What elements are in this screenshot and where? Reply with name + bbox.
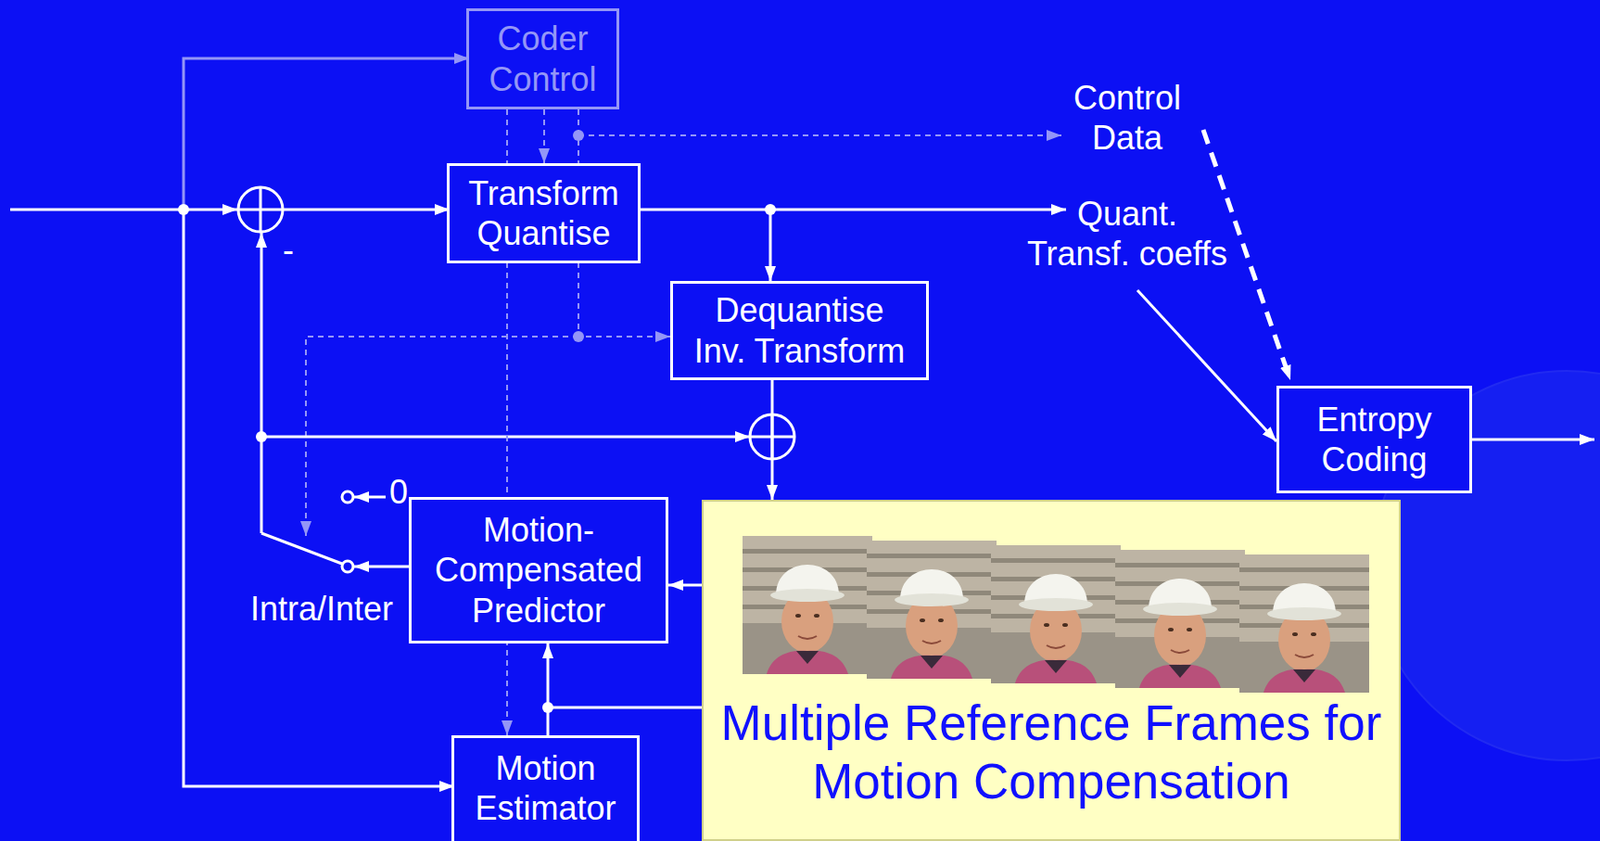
control-arrow — [543, 109, 546, 164]
box-text: Entropy Coding — [1288, 399, 1461, 480]
frame-buffer-box: Multiple Reference Frames for Motion Com… — [701, 499, 1401, 841]
switch-position: 0 — [386, 471, 411, 512]
minus-sign: - — [274, 229, 303, 270]
prediction-wire — [260, 232, 264, 534]
input-wire — [10, 208, 238, 212]
coefficient-wire — [770, 208, 1067, 212]
process-box: Entropy Coding — [1276, 385, 1473, 494]
data-arrow — [546, 643, 550, 736]
box-text: Multiple Reference Frames for Motion Com… — [712, 693, 1390, 812]
video-frame — [1115, 549, 1245, 688]
process-box: Dequantise Inv. Transform — [670, 280, 929, 381]
process-box: Transform Quantise — [446, 163, 641, 264]
box-text: Motion-Compensated Predictor — [420, 509, 657, 631]
box-text: Dequantise Inv. Transform — [687, 290, 913, 370]
box-text: Transform Quantise — [458, 173, 629, 254]
video-frame — [742, 535, 873, 674]
box-text: Motion Estimator — [463, 748, 628, 828]
reference-wire — [547, 706, 705, 710]
summing-junction — [238, 187, 283, 232]
switch-contact — [342, 560, 354, 572]
switch-label: Intra/Inter — [228, 588, 415, 629]
bitstream-output — [1469, 438, 1595, 442]
process-box: Motion-Compensated Predictor — [408, 496, 669, 644]
data-arrow — [640, 209, 771, 281]
prediction-wire — [261, 435, 750, 439]
box-text: Coder Control — [478, 18, 608, 99]
video-frame — [1239, 554, 1370, 693]
residual-wire — [282, 208, 450, 212]
control-input-wire — [183, 58, 470, 210]
switch-contact — [342, 491, 354, 503]
video-frame — [990, 545, 1121, 684]
plus-sign — [238, 187, 283, 232]
signal-label: Control Data — [1053, 77, 1202, 158]
switch-blade — [261, 533, 343, 564]
control-wire — [578, 134, 1062, 137]
data-arrow — [771, 380, 775, 500]
control-box: Coder Control — [466, 8, 620, 110]
zero-input-wire — [354, 495, 386, 499]
signal-label: Quant. Transf. coeffs — [1023, 193, 1232, 274]
process-box: Motion Estimator — [451, 735, 640, 841]
coefficient-wire — [1137, 290, 1277, 442]
video-frame — [866, 540, 997, 679]
predictor-output-wire — [354, 565, 412, 569]
junction-dot — [177, 203, 190, 216]
data-arrow — [668, 584, 702, 587]
